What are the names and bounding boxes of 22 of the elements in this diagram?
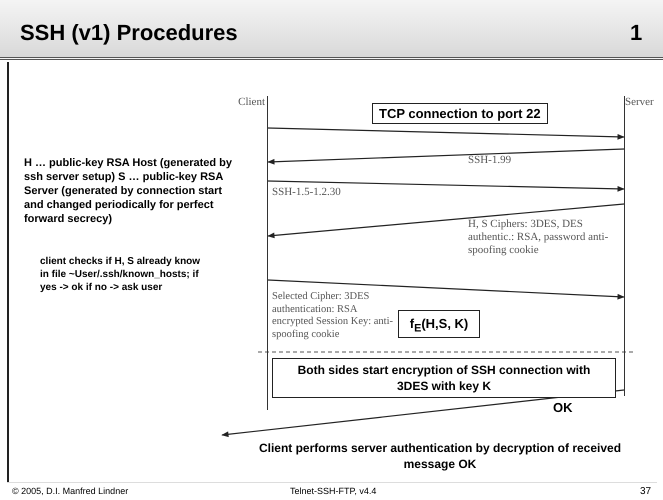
- edge-label: H, S Ciphers: 3DES, DES authentic.: RSA, password anti-spoofing cookie: [468, 218, 610, 257]
- process-box: Both sides start encryption of SSH connection with 3DES with key K: [272, 358, 616, 398]
- formula-box: f$_{E}$(H,S, K): [398, 310, 480, 338]
- server-lifeline: Server: [624, 96, 656, 396]
- edge-label: SSH-1.99: [468, 154, 512, 167]
- arrow: [268, 180, 625, 192]
- arrow: [268, 279, 625, 300]
- caption-text: Client performs server authentication by decryption of received message OK: [258, 440, 622, 472]
- edge-label: SSH-1.5-1.2.30: [272, 186, 341, 199]
- edge-label: Selected Cipher: 3DES authentication: RSA encrypted Session Key: anti-spoofing cookie: [272, 291, 394, 341]
- slide-title: SSH (v1) Procedures: [20, 20, 238, 46]
- arrow: [268, 127, 625, 140]
- arrow: [267, 203, 624, 238]
- note-text: client checks if H, S already know in file ~User/.ssh/known_hosts; if yes -> ok if no -> ask user: [40, 255, 202, 294]
- edge-label: OK: [553, 400, 572, 415]
- footer-text: © 2005, D.I. Manfred Lindner: [12, 486, 128, 496]
- arrow: [221, 389, 624, 438]
- edge-label: TCP connection to port 22: [372, 103, 548, 124]
- page-number: 37: [640, 486, 652, 497]
- arrow: [267, 148, 624, 165]
- slide-number: 1: [630, 20, 642, 46]
- footer-text: Telnet-SSH-FTP, v4.4: [290, 486, 376, 496]
